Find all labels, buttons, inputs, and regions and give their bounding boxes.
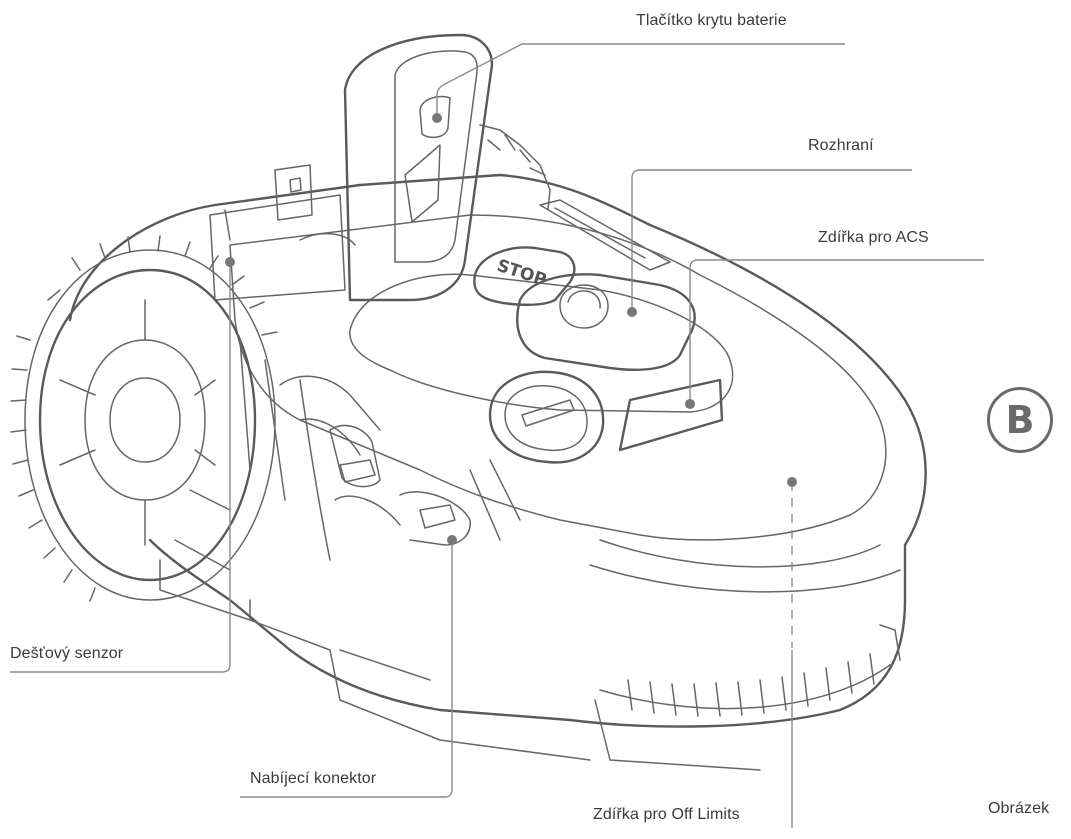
mower-lower-skirt bbox=[159, 559, 591, 761]
stop-button-text: STOP bbox=[494, 256, 548, 291]
battery-compartment bbox=[209, 164, 356, 301]
label-interface: Rozhraní bbox=[808, 137, 874, 154]
charging-connector-area bbox=[279, 375, 521, 546]
battery-cover-lid bbox=[343, 33, 494, 302]
height-knob bbox=[488, 370, 605, 464]
mower-deck-panel bbox=[349, 273, 734, 413]
figure-badge-letter: B bbox=[1005, 398, 1035, 442]
mower-front-bumper bbox=[589, 539, 901, 593]
figure-caption: Obrázek bbox=[988, 800, 1050, 817]
mower-top-deck bbox=[229, 214, 887, 541]
mower-body-outline bbox=[68, 173, 927, 728]
left-wheel bbox=[10, 235, 278, 602]
label-off-limits-port: Zdířka pro Off Limits bbox=[593, 806, 740, 823]
brand-plate bbox=[539, 199, 671, 271]
rear-wheel bbox=[479, 124, 551, 211]
label-rain-sensor: Dešťový senzor bbox=[10, 645, 124, 662]
label-battery-cover-button: Tlačítko krytu baterie bbox=[636, 12, 787, 29]
acs-port-bay bbox=[618, 378, 724, 452]
figure-badge: B bbox=[987, 387, 1053, 453]
label-charging-connector: Nabíjecí konektor bbox=[250, 770, 377, 787]
bumper-louvres bbox=[594, 624, 901, 771]
interface-panel bbox=[516, 273, 696, 371]
leader-lines bbox=[10, 43, 984, 828]
label-acs-port: Zdířka pro ACS bbox=[818, 229, 929, 246]
callout-dots bbox=[225, 113, 797, 545]
body-side-lines bbox=[174, 339, 331, 571]
